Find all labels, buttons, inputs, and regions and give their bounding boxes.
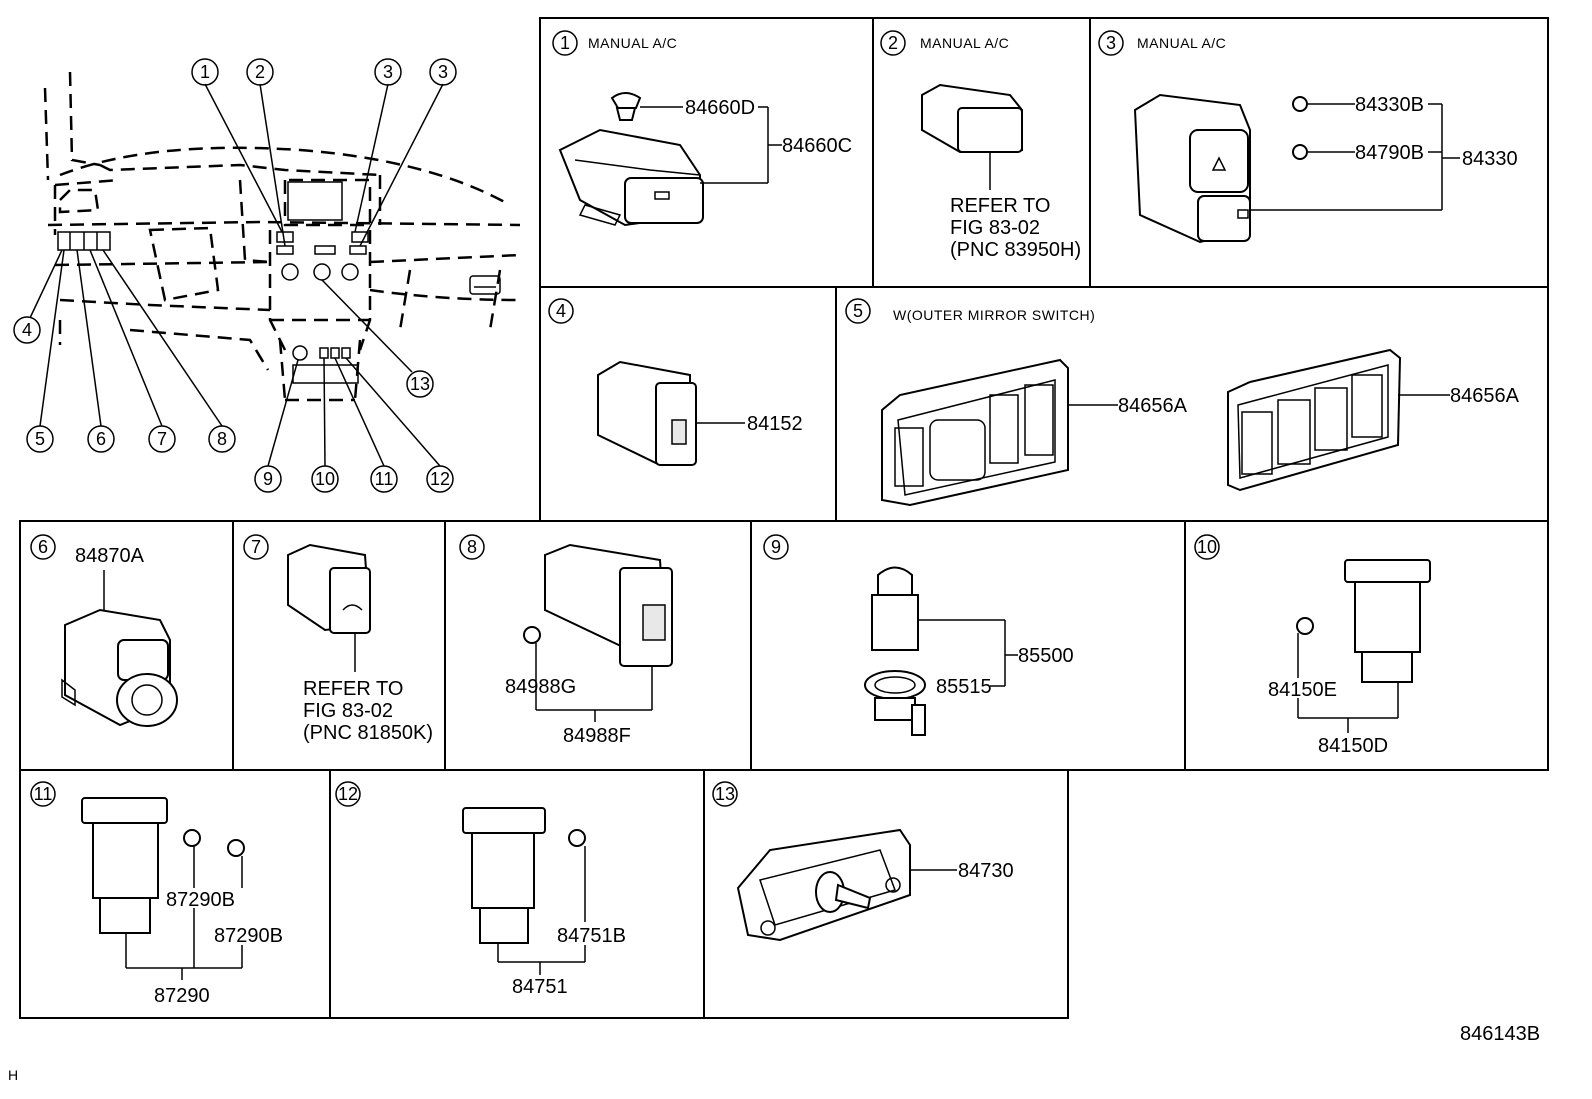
panel-3: 3 MANUAL A/C 84330B 84790B 84330: [1098, 30, 1518, 244]
svg-text:85515: 85515: [936, 676, 992, 698]
svg-text:84656A: 84656A: [1450, 385, 1520, 407]
callout-3b: [429, 58, 457, 86]
panel-6: 6 84870A: [30, 534, 178, 727]
svg-text:4: 4: [556, 301, 566, 321]
panel-2: 2 MANUAL A/C REFER TO FIG 83-02 (PNC 839…: [880, 30, 1081, 261]
panel-4: 4 84152: [548, 298, 803, 467]
callout-2: [246, 58, 274, 86]
svg-text:84660C: 84660C: [782, 135, 852, 157]
svg-text:9: 9: [263, 469, 273, 489]
svg-text:2: 2: [255, 62, 265, 82]
callout-3a: [374, 58, 402, 86]
svg-text:(PNC 83950H): (PNC 83950H): [950, 239, 1081, 261]
svg-text:FIG 83-02: FIG 83-02: [950, 217, 1040, 239]
svg-text:W(OUTER MIRROR SWITCH): W(OUTER MIRROR SWITCH): [893, 307, 1095, 323]
panel-13: 13 84730: [712, 781, 1014, 942]
svg-text:85500: 85500: [1018, 645, 1074, 667]
svg-text:9: 9: [771, 537, 781, 557]
svg-text:REFER TO: REFER TO: [950, 195, 1050, 217]
svg-text:6: 6: [38, 537, 48, 557]
panel-12: 12 84751B 84751: [335, 781, 626, 998]
svg-text:7: 7: [251, 537, 261, 557]
svg-text:2: 2: [888, 33, 898, 53]
panel-10: 10 84150E 84150D: [1194, 534, 1431, 757]
svg-text:8: 8: [467, 537, 477, 557]
callout-8: [208, 425, 236, 453]
panel-9: 9 85500 85515: [763, 534, 1074, 736]
svg-text:3: 3: [383, 62, 393, 82]
svg-text:8: 8: [217, 429, 227, 449]
corner-mark: H: [8, 1067, 19, 1083]
svg-text:87290B: 87290B: [166, 889, 235, 911]
svg-text:FIG 83-02: FIG 83-02: [303, 700, 393, 722]
callout-11: [370, 465, 398, 493]
svg-text:11: 11: [375, 469, 394, 489]
callout-9: [254, 465, 282, 493]
svg-text:84150D: 84150D: [1318, 735, 1388, 757]
callout-7: [148, 425, 176, 453]
svg-text:3: 3: [438, 62, 448, 82]
panel-grid: [19, 17, 1549, 1019]
svg-text:10: 10: [1197, 537, 1217, 557]
callout-10: [311, 465, 339, 493]
callout-6: [87, 425, 115, 453]
callout-13: [406, 370, 434, 398]
svg-text:84730: 84730: [958, 860, 1014, 882]
svg-text:MANUAL A/C: MANUAL A/C: [1137, 35, 1226, 51]
svg-text:84870A: 84870A: [75, 545, 145, 567]
svg-text:84988F: 84988F: [563, 725, 631, 747]
panel-11: 11 87290B 87290B 87290: [30, 781, 283, 1007]
svg-text:13: 13: [410, 374, 430, 394]
callout-4: [13, 316, 41, 344]
callout-12: [426, 465, 454, 493]
svg-text:12: 12: [430, 469, 450, 489]
svg-text:84330: 84330: [1462, 148, 1518, 170]
svg-text:84150E: 84150E: [1268, 679, 1337, 701]
svg-text:84751B: 84751B: [557, 925, 626, 947]
svg-text:REFER TO: REFER TO: [303, 678, 403, 700]
panel-7: 7 REFER TO FIG 83-02 (PNC 81850K): [243, 534, 433, 744]
svg-text:87290: 87290: [154, 985, 210, 1007]
svg-text:6: 6: [96, 429, 106, 449]
svg-text:7: 7: [157, 429, 167, 449]
svg-text:3: 3: [1106, 33, 1116, 53]
svg-text:10: 10: [315, 469, 335, 489]
svg-text:84660D: 84660D: [685, 97, 755, 119]
callout-1: [191, 58, 219, 86]
svg-text:12: 12: [338, 784, 358, 804]
svg-text:1: 1: [560, 33, 570, 53]
svg-text:5: 5: [35, 429, 45, 449]
callout-5: [26, 425, 54, 453]
svg-text:84790B: 84790B: [1355, 142, 1424, 164]
svg-text:MANUAL A/C: MANUAL A/C: [588, 35, 677, 51]
svg-text:84330B: 84330B: [1355, 94, 1424, 116]
svg-text:4: 4: [22, 320, 32, 340]
svg-text:84751: 84751: [512, 976, 568, 998]
overview-callouts: 1 2 3 3 4 5 6 7 8 13 9 10 11 12: [13, 58, 457, 493]
panel-1: 1 MANUAL A/C 84660D 84660C: [552, 30, 852, 227]
overview-leaders: [29, 83, 444, 467]
panel-5: 5 W(OUTER MIRROR SWITCH) 84656A 84656A: [845, 298, 1520, 507]
svg-text:87290B: 87290B: [214, 925, 283, 947]
svg-text:5: 5: [853, 301, 863, 321]
figure-code: 846143B: [1460, 1023, 1540, 1045]
svg-text:84656A: 84656A: [1118, 395, 1188, 417]
svg-text:MANUAL A/C: MANUAL A/C: [920, 35, 1009, 51]
dashboard-overview: [43, 71, 521, 402]
svg-text:1: 1: [200, 62, 210, 82]
svg-text:84988G: 84988G: [505, 676, 576, 698]
svg-text:(PNC 81850K): (PNC 81850K): [303, 722, 433, 744]
svg-text:13: 13: [715, 784, 735, 804]
svg-text:11: 11: [34, 784, 53, 804]
panel-8: 8 84988G 84988F: [459, 534, 673, 747]
svg-text:84152: 84152: [747, 413, 803, 435]
